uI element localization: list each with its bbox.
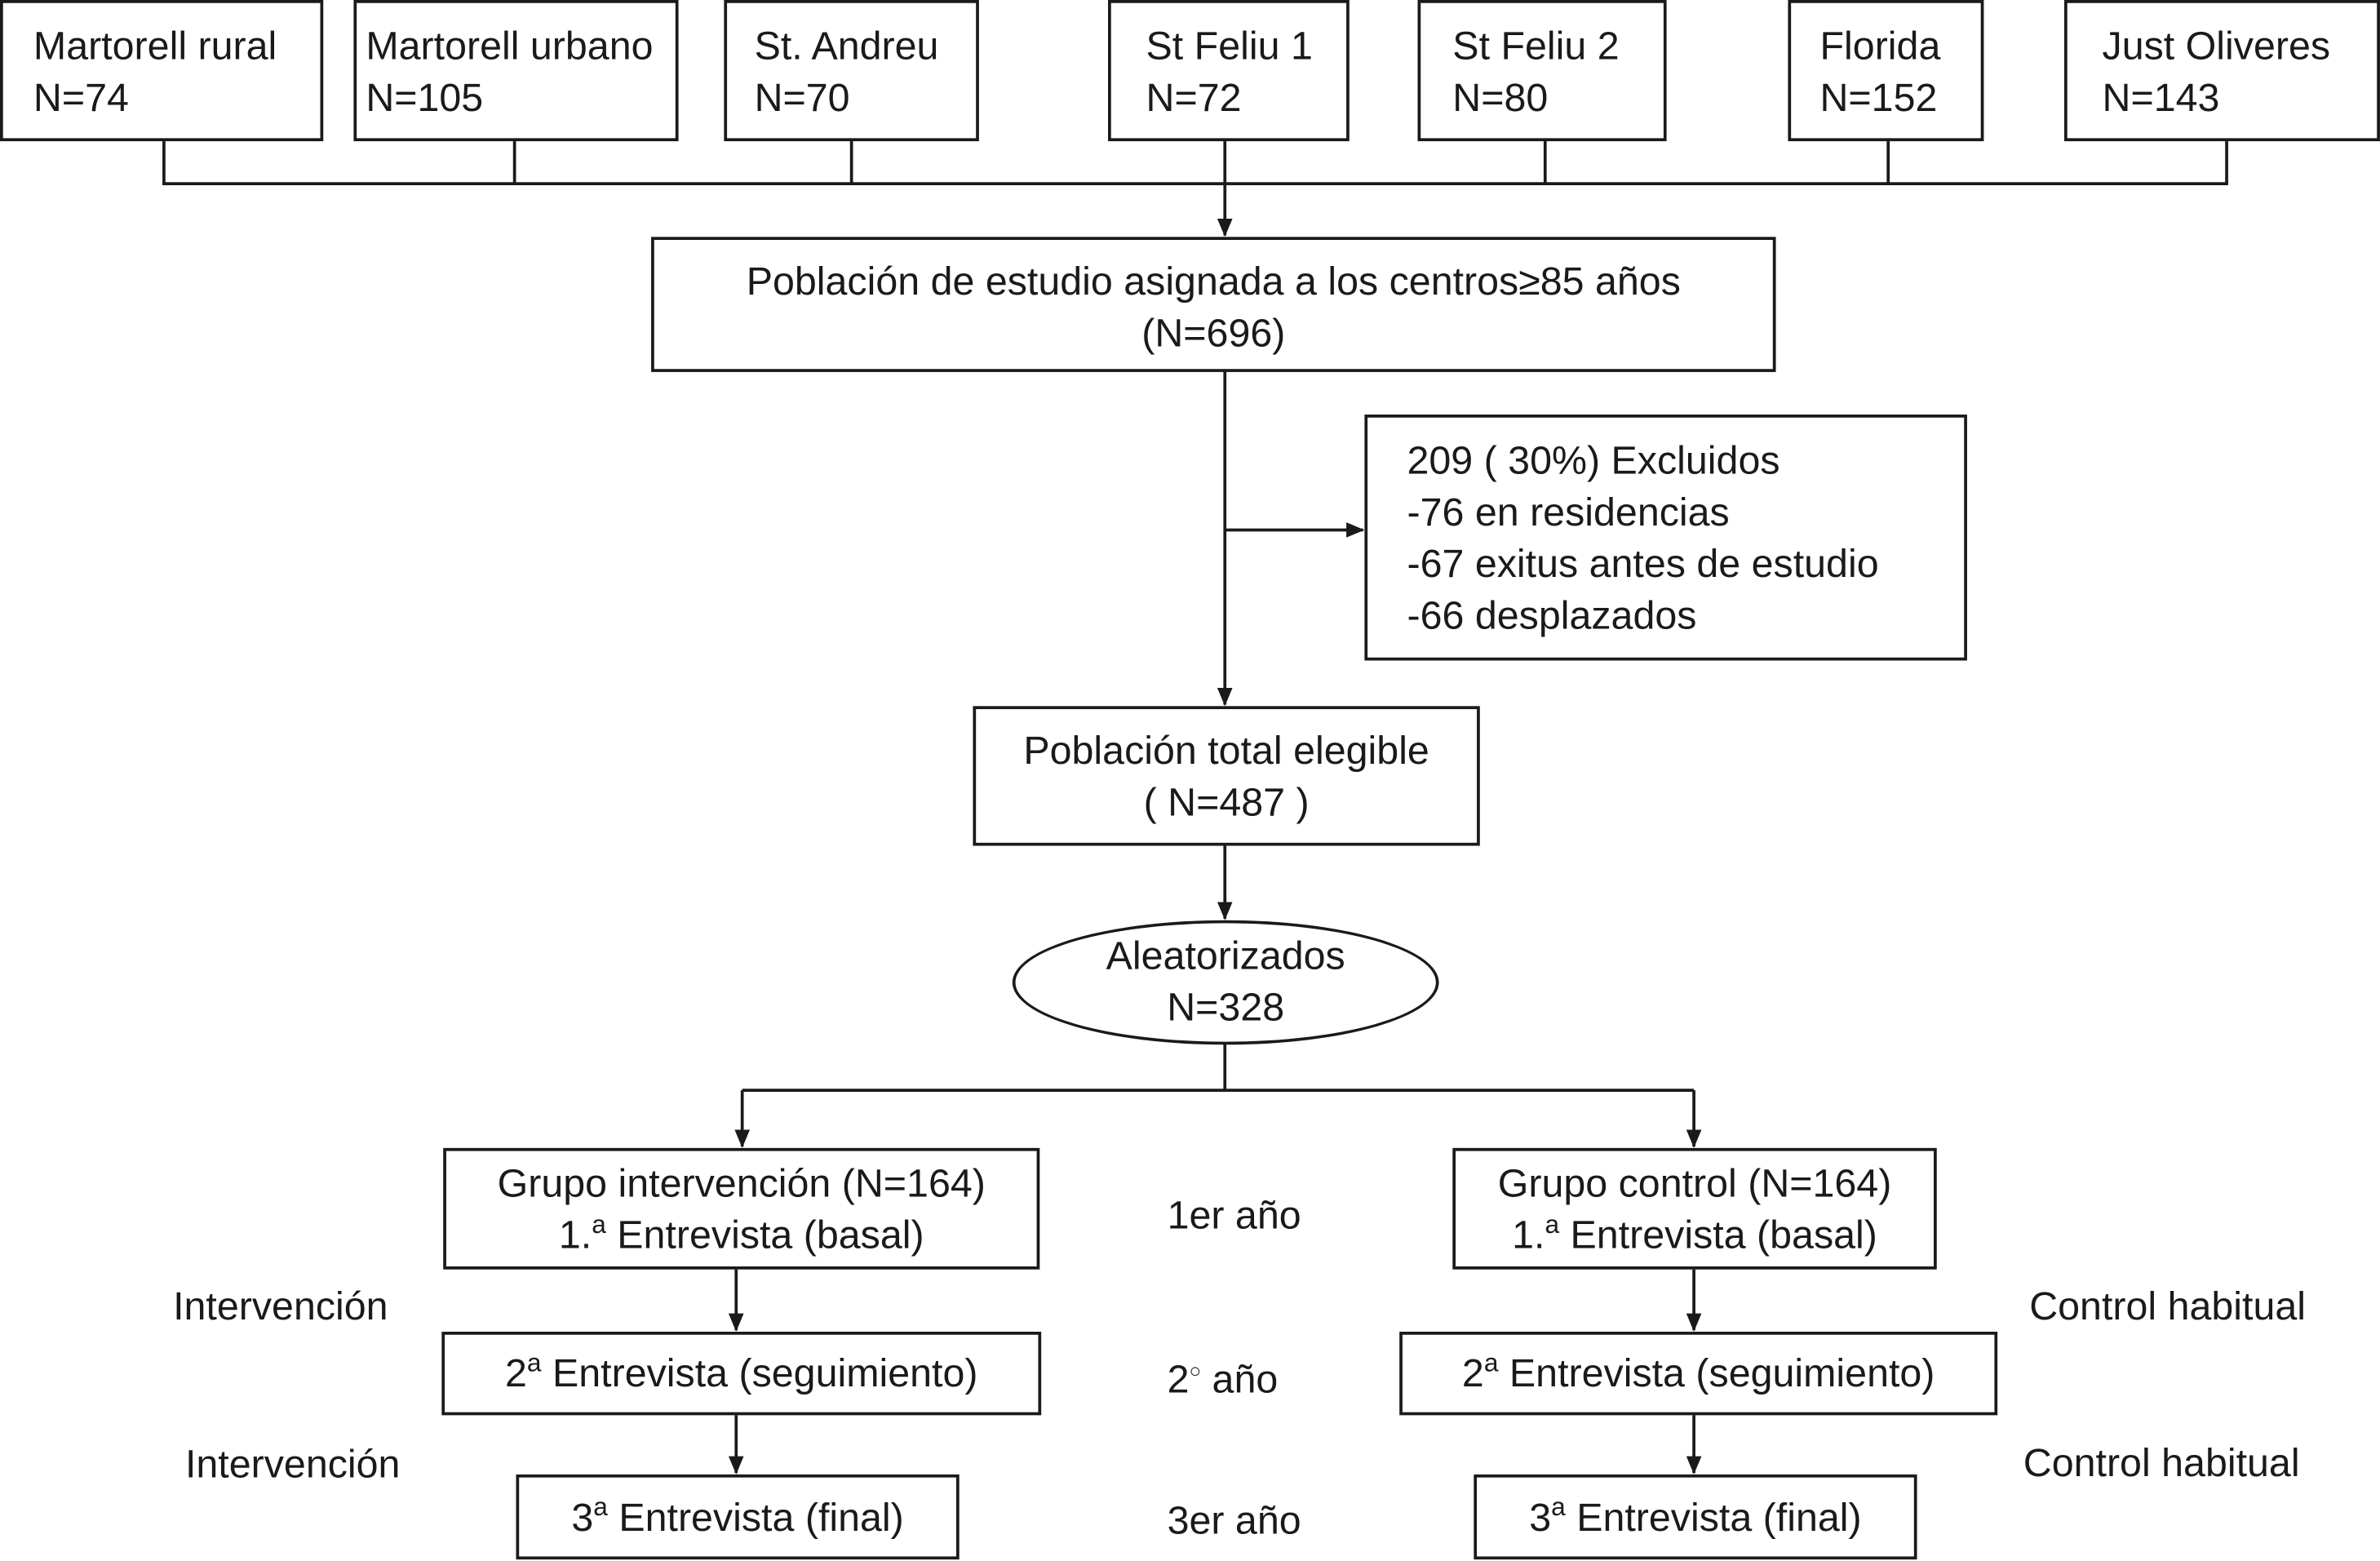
eligible-label: Población total elegible bbox=[1023, 727, 1429, 774]
center-count: N=152 bbox=[1819, 74, 1938, 121]
center-box-st-andreu: St. Andreu N=70 bbox=[724, 0, 979, 142]
excluded-item: -66 desplazados bbox=[1407, 592, 1697, 638]
intervention-interview-1: 1.a Entrevista (basal) bbox=[558, 1210, 924, 1257]
intervention-group-box: Grupo intervención (N=164) 1.a Entrevist… bbox=[443, 1147, 1040, 1270]
center-name: St Feliu 2 bbox=[1452, 22, 1620, 69]
center-count: N=80 bbox=[1452, 74, 1549, 121]
intervention-interview-3-box: 3a Entrevista (final) bbox=[516, 1474, 960, 1560]
excluded-box: 209 ( 30%) Excluidos -76 en residencias … bbox=[1364, 415, 1967, 661]
intervention-side-label: Intervención bbox=[173, 1283, 388, 1329]
randomized-label: Aleatorizados bbox=[1106, 932, 1345, 978]
center-name: Martorell rural bbox=[33, 22, 277, 69]
center-count: N=70 bbox=[754, 74, 850, 121]
study-population-label: Población de estudio asignada a los cent… bbox=[746, 258, 1681, 304]
center-box-just-oliveres: Just Oliveres N=143 bbox=[2064, 0, 2380, 142]
control-interview-2: 2a Entrevista (seguimiento) bbox=[1461, 1348, 1935, 1396]
intervention-interview-3: 3a Entrevista (final) bbox=[571, 1492, 904, 1540]
center-count: N=72 bbox=[1146, 74, 1242, 121]
center-box-martorell-urbano: Martorell urbano N=105 bbox=[353, 0, 679, 142]
randomized-ellipse: Aleatorizados N=328 bbox=[1012, 920, 1439, 1045]
excluded-title: 209 ( 30%) Excluidos bbox=[1407, 437, 1780, 483]
center-count: N=143 bbox=[2102, 74, 2220, 121]
control-interview-2-box: 2a Entrevista (seguimiento) bbox=[1399, 1332, 1998, 1416]
center-name: Just Oliveres bbox=[2102, 22, 2331, 69]
eligible-count: ( N=487 ) bbox=[1143, 778, 1310, 825]
control-group-box: Grupo control (N=164) 1.a Entrevista (ba… bbox=[1452, 1147, 1937, 1270]
intervention-interview-2: 2a Entrevista (seguimiento) bbox=[505, 1348, 978, 1396]
year-2-label: 2○ año bbox=[1167, 1355, 1279, 1402]
year-3-label: 3er año bbox=[1167, 1497, 1301, 1543]
center-box-st-feliu-1: St Feliu 1 N=72 bbox=[1108, 0, 1350, 142]
center-box-st-feliu-2: St Feliu 2 N=80 bbox=[1417, 0, 1667, 142]
center-count: N=105 bbox=[366, 74, 484, 121]
excluded-item: -67 exitus antes de estudio bbox=[1407, 540, 1879, 587]
center-name: Martorell urbano bbox=[366, 22, 654, 69]
control-side-label: Control habitual bbox=[2023, 1439, 2300, 1485]
control-interview-3: 3a Entrevista (final) bbox=[1529, 1492, 1862, 1540]
control-interview-1: 1.a Entrevista (basal) bbox=[1512, 1210, 1877, 1257]
control-group-label: Grupo control (N=164) bbox=[1497, 1160, 1892, 1206]
excluded-item: -76 en residencias bbox=[1407, 489, 1730, 535]
center-name: Florida bbox=[1819, 22, 1941, 69]
control-side-label: Control habitual bbox=[2029, 1283, 2307, 1329]
center-name: St. Andreu bbox=[754, 22, 939, 69]
intervention-side-label: Intervención bbox=[184, 1440, 401, 1487]
control-interview-3-box: 3a Entrevista (final) bbox=[1474, 1474, 1917, 1560]
year-1-label: 1er año bbox=[1167, 1191, 1301, 1238]
study-population-count: (N=696) bbox=[1141, 309, 1286, 356]
center-name: St Feliu 1 bbox=[1146, 22, 1313, 69]
intervention-interview-2-box: 2a Entrevista (seguimiento) bbox=[441, 1332, 1042, 1416]
center-count: N=74 bbox=[33, 74, 129, 121]
study-population-box: Población de estudio asignada a los cent… bbox=[651, 237, 1776, 372]
eligible-box: Población total elegible ( N=487 ) bbox=[973, 706, 1480, 846]
center-box-florida: Florida N=152 bbox=[1788, 0, 1984, 142]
intervention-group-label: Grupo intervención (N=164) bbox=[497, 1160, 986, 1206]
center-box-martorell-rural: Martorell rural N=74 bbox=[0, 0, 324, 142]
randomized-count: N=328 bbox=[1167, 983, 1285, 1030]
